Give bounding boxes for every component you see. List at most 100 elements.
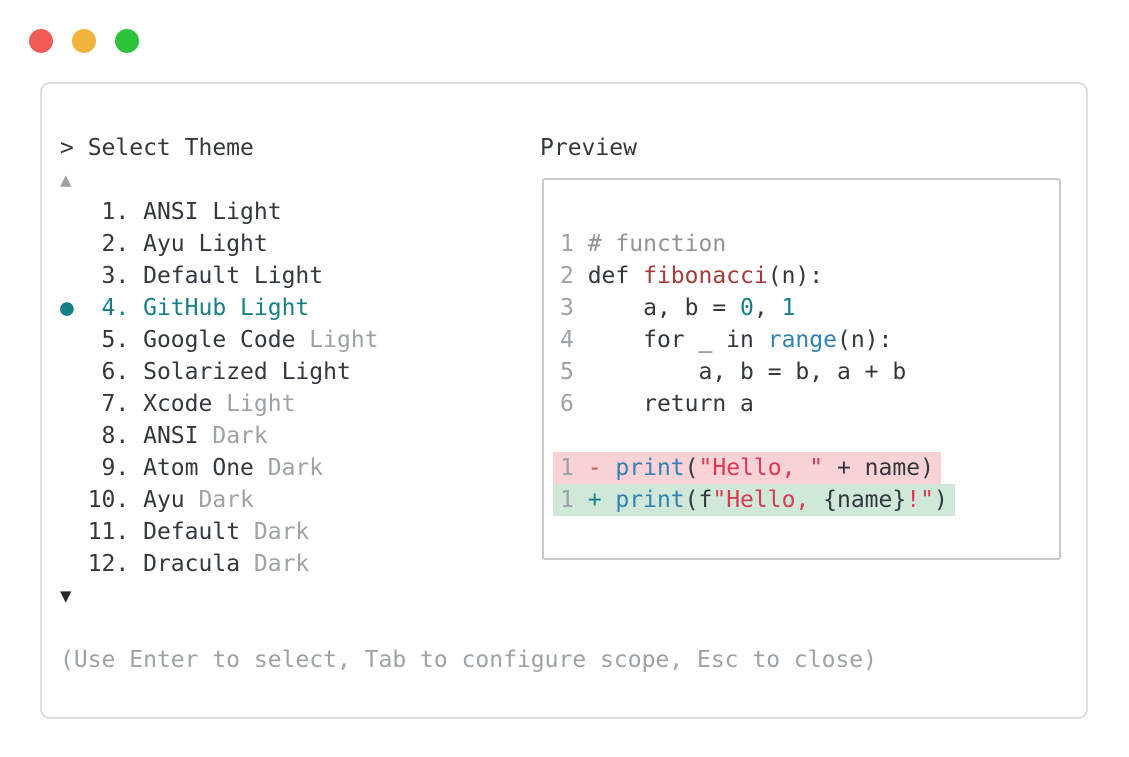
bullet-spacer — [60, 423, 74, 449]
code-segment: 1 — [781, 295, 796, 321]
item-number: 12. — [73, 551, 144, 577]
close-button[interactable] — [29, 29, 53, 53]
code-segment: for _ in — [587, 327, 768, 353]
item-label-segment: Atom One — [143, 455, 268, 481]
code-segment: 5 — [560, 359, 588, 385]
code-line: 1 # function — [560, 228, 1059, 260]
item-label-segment: Dracula — [143, 551, 254, 577]
item-number: 3. — [73, 263, 144, 289]
page-title: > Select Theme — [60, 135, 254, 161]
code-line: 5 a, b = b, a + b — [560, 356, 1059, 388]
item-number: 5. — [73, 327, 144, 353]
item-label-segment: Solarized Light — [143, 359, 351, 385]
code-segment: 0 — [740, 295, 754, 321]
code-segment: 2 — [560, 263, 588, 289]
code-segment: print — [615, 455, 685, 481]
code-line: 2 def fibonacci(n): — [560, 260, 1059, 292]
item-label-segment: ANSI Light — [143, 199, 282, 225]
code-line: 1 + print(f"Hello, {name}!") — [553, 484, 1059, 516]
item-number: 10. — [73, 487, 144, 513]
diff-added-highlight: 1 + print(f"Hello, {name}!") — [553, 484, 955, 516]
code-segment: "Hello, — [712, 487, 824, 513]
zoom-button[interactable] — [115, 29, 139, 53]
scroll-down-arrow[interactable]: ▼ — [60, 585, 72, 607]
selected-bullet-icon: ● — [60, 295, 74, 321]
code-line — [560, 420, 1059, 452]
item-number: 8. — [73, 423, 144, 449]
bullet-spacer — [60, 551, 74, 577]
theme-list: 1. ANSI Light 2. Ayu Light 3. Default Li… — [60, 196, 510, 580]
code-segment: ( — [684, 455, 699, 481]
code-segment: def — [587, 263, 644, 289]
theme-list-item[interactable]: 12. Dracula Dark — [60, 548, 510, 580]
bullet-spacer — [60, 487, 74, 513]
code-segment: range — [767, 327, 837, 353]
code-segment: # function — [587, 231, 727, 257]
item-label-segment: GitHub Light — [143, 295, 310, 321]
code-segment: (n): — [836, 327, 893, 353]
item-label-segment: Ayu — [143, 487, 199, 513]
diff-removed-highlight: 1 - print("Hello, " + name) — [553, 452, 941, 484]
theme-list-item[interactable]: 6. Solarized Light — [60, 356, 510, 388]
code-segment: ) — [933, 487, 948, 513]
theme-list-item[interactable]: 2. Ayu Light — [60, 228, 510, 260]
code-segment: 3 — [560, 295, 588, 321]
theme-list-item[interactable]: 1. ANSI Light — [60, 196, 510, 228]
code-segment: (f — [684, 487, 713, 513]
bullet-spacer — [60, 327, 74, 353]
bullet-spacer — [60, 263, 74, 289]
theme-list-item[interactable]: 9. Atom One Dark — [60, 452, 510, 484]
theme-list-item[interactable]: 10. Ayu Dark — [60, 484, 510, 516]
theme-picker-window: > Select Theme ▲ 1. ANSI Light 2. Ayu Li… — [40, 82, 1088, 719]
bullet-spacer — [60, 231, 74, 257]
help-text: (Use Enter to select, Tab to configure s… — [60, 647, 877, 673]
item-label-segment: Dark — [267, 455, 324, 481]
item-label-segment: Dark — [253, 551, 310, 577]
scroll-up-arrow[interactable]: ▲ — [60, 169, 72, 191]
item-label-segment: Google Code — [143, 327, 310, 353]
item-number: 9. — [73, 455, 144, 481]
item-label-segment: Dark — [253, 519, 310, 545]
bullet-spacer — [60, 199, 74, 225]
theme-list-item[interactable]: 7. Xcode Light — [60, 388, 510, 420]
item-label-segment: Dark — [212, 423, 268, 449]
item-label-segment: Ayu Light — [143, 231, 268, 257]
item-label-segment: Xcode — [143, 391, 227, 417]
item-label-segment: Default — [143, 519, 254, 545]
code-segment: print — [615, 487, 685, 513]
item-number: 2. — [73, 231, 144, 257]
code-segment: 6 — [560, 391, 588, 417]
code-segment: 4 — [560, 327, 588, 353]
preview-title: Preview — [540, 135, 637, 161]
code-segment: "Hello, " — [698, 455, 824, 481]
code-segment: + — [587, 487, 616, 513]
item-number: 7. — [73, 391, 144, 417]
item-label-segment: Light — [226, 391, 296, 417]
code-segment: , — [753, 295, 782, 321]
bullet-spacer — [60, 455, 74, 481]
item-label-segment: ANSI — [143, 423, 213, 449]
code-segment: {name} — [823, 487, 907, 513]
code-segment: !" — [906, 487, 934, 513]
bullet-spacer — [60, 519, 74, 545]
code-segment: 1 — [560, 487, 588, 513]
theme-list-item[interactable]: 5. Google Code Light — [60, 324, 510, 356]
code-segment: 1 — [560, 455, 588, 481]
code-segment: a, b = — [587, 295, 741, 321]
theme-list-item[interactable]: 11. Default Dark — [60, 516, 510, 548]
code-segment: + name) — [823, 455, 934, 481]
minimize-button[interactable] — [72, 29, 96, 53]
code-segment: - — [587, 455, 616, 481]
bullet-spacer — [60, 359, 74, 385]
item-number: 1. — [73, 199, 144, 225]
code-line: 1 - print("Hello, " + name) — [553, 452, 1059, 484]
code-line: 3 a, b = 0, 1 — [560, 292, 1059, 324]
theme-list-item[interactable]: ● 4. GitHub Light — [60, 292, 510, 324]
code-line: 6 return a — [560, 388, 1059, 420]
item-label-segment: Dark — [198, 487, 254, 513]
theme-list-item[interactable]: 3. Default Light — [60, 260, 510, 292]
item-number: 6. — [73, 359, 144, 385]
theme-list-item[interactable]: 8. ANSI Dark — [60, 420, 510, 452]
window-controls — [29, 29, 139, 53]
